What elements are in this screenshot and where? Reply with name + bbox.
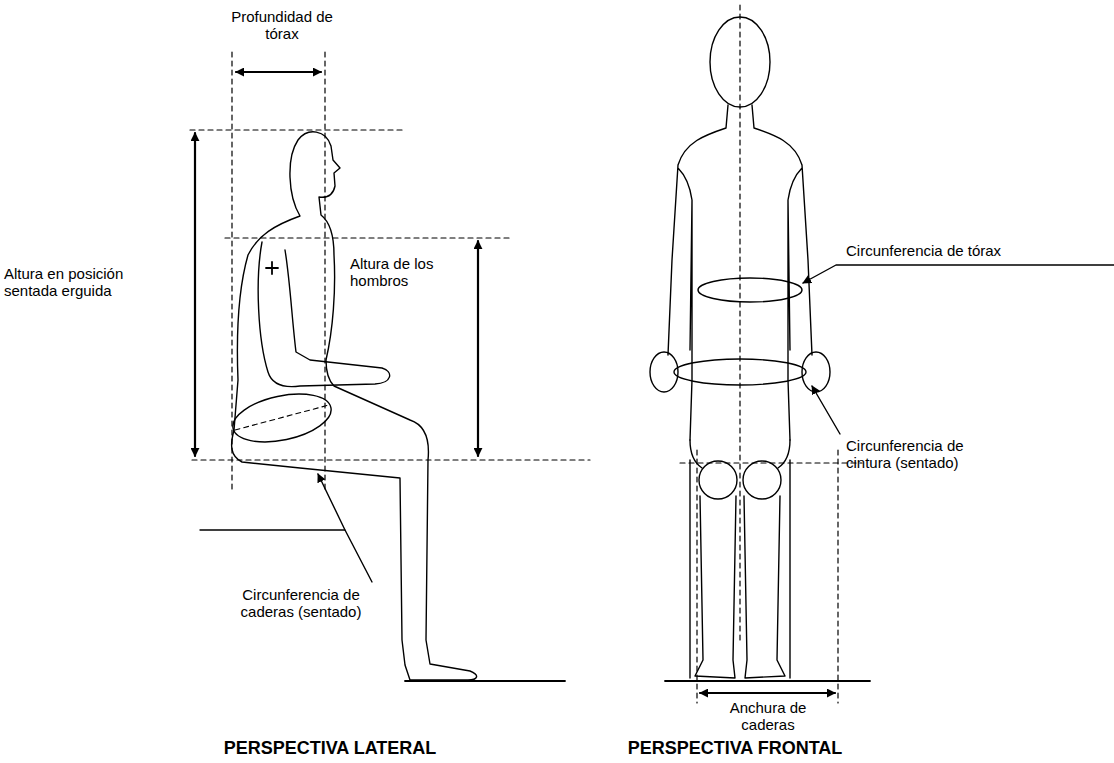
- hip-width-arrow: [700, 692, 835, 694]
- view-title: PERSPECTIVA LATERAL: [180, 738, 480, 759]
- dimension-label: Circunferencia de cintura (sentado): [846, 437, 996, 472]
- dimension-label: Anchura de caderas: [712, 700, 824, 733]
- shoulder-mark: [266, 262, 278, 274]
- floor-line: [405, 680, 565, 682]
- dimension-label: Altura de los hombros: [350, 255, 455, 290]
- height-arrow: [194, 133, 196, 456]
- waist-ellipse: [674, 359, 806, 385]
- hip-ellipse: [229, 386, 336, 450]
- dimension-label: Altura en posición sentada erguida: [4, 265, 126, 300]
- waist-leader: [812, 386, 840, 434]
- chest-ellipse: [698, 278, 802, 302]
- dimension-label: Profundidad de tórax: [222, 8, 342, 43]
- guide-lines: [190, 52, 590, 492]
- hip-leader: [318, 474, 372, 582]
- front-floor-line: [665, 680, 870, 682]
- shoulder-arrow: [477, 241, 479, 456]
- chair-line: [200, 529, 345, 530]
- front-torso: [668, 105, 812, 440]
- chest-leader: [803, 265, 1114, 283]
- front-guide-lines: [680, 5, 862, 703]
- dimension-label: Circunferencia de tórax: [846, 242, 1096, 259]
- front-head: [710, 17, 770, 107]
- view-title: PERSPECTIVA FRONTAL: [585, 738, 885, 759]
- front-knee: [699, 461, 737, 499]
- depth-arrow: [236, 71, 321, 73]
- front-knee: [743, 461, 781, 499]
- dimension-label: Circunferencia de caderas (sentado): [226, 586, 376, 621]
- hip-ellipse-axis: [235, 405, 329, 430]
- front-legs: [690, 440, 790, 678]
